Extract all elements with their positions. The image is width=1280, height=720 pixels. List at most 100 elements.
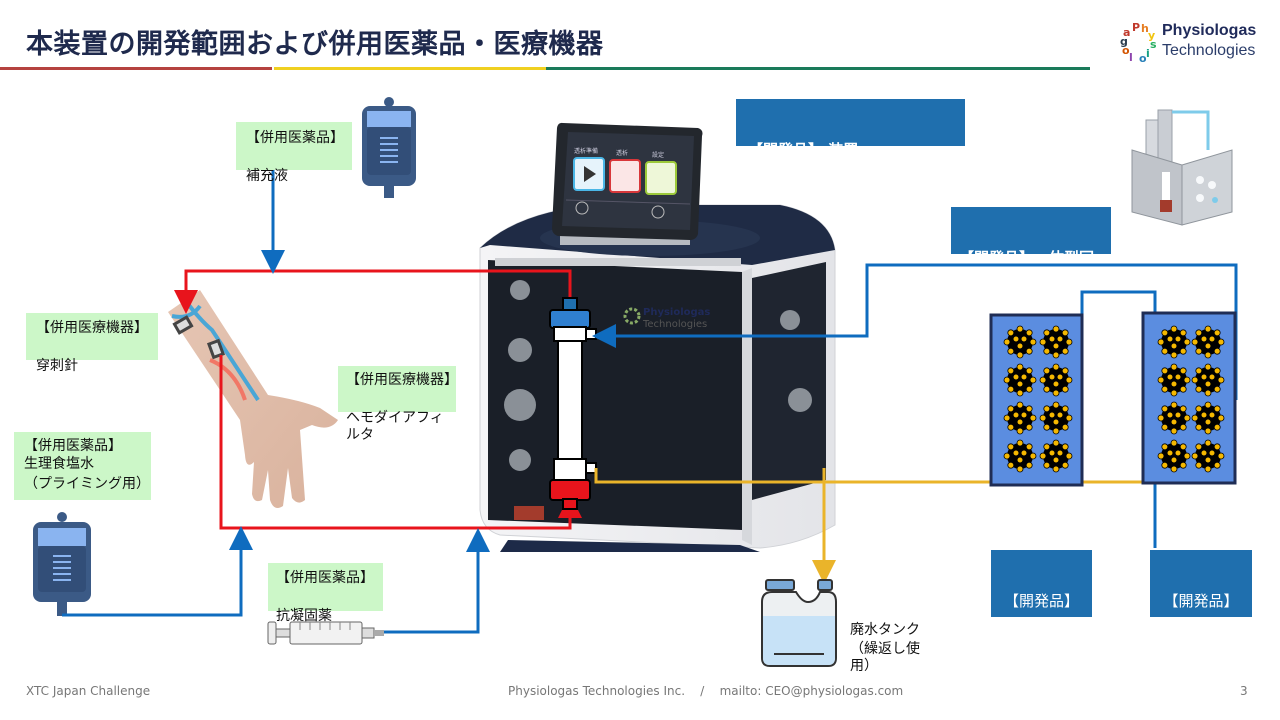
bead-dot xyxy=(1017,457,1023,463)
svg-text:P: P xyxy=(1132,21,1140,34)
bead-dot xyxy=(1025,443,1033,451)
bead-dot xyxy=(1029,338,1037,346)
bead-dot xyxy=(1213,461,1221,469)
bead-dot xyxy=(1021,336,1027,342)
bead-dot xyxy=(1052,401,1060,409)
hemodiafilter-label-bg xyxy=(338,366,456,412)
screen-tab-settings: 設定 xyxy=(652,151,664,159)
bead-dot xyxy=(1049,336,1055,342)
bead-dot xyxy=(1057,336,1063,342)
svg-text:g: g xyxy=(1120,35,1128,48)
bead-dot xyxy=(1039,338,1047,346)
bead-dot xyxy=(1053,381,1059,387)
saline-bag-icon xyxy=(33,512,91,616)
bead-dot xyxy=(1053,457,1059,463)
screen-tab-prep: 透析準備 xyxy=(574,147,598,155)
bead-dot xyxy=(1052,363,1060,371)
bead-dot xyxy=(1213,423,1221,431)
bead-dot xyxy=(1017,419,1023,425)
bead-dot xyxy=(1213,405,1221,413)
bead-dot xyxy=(1195,385,1203,393)
needle-label-name: 穿刺針 xyxy=(36,358,78,374)
page-number: 3 xyxy=(1240,684,1248,698)
bead xyxy=(1161,367,1187,393)
bead-dot xyxy=(1065,338,1073,346)
bead-dot xyxy=(1013,450,1019,456)
svg-text:i: i xyxy=(1146,47,1150,60)
bead-dot xyxy=(1007,367,1015,375)
bead-dot xyxy=(1175,450,1181,456)
slide-title: 本装置の開発範囲および併用医薬品・医療機器 xyxy=(26,29,604,60)
bead-dot xyxy=(1016,439,1024,447)
fluid-bag-icon xyxy=(362,97,416,198)
bead-dot xyxy=(1049,374,1055,380)
bead xyxy=(1007,367,1033,393)
needle-label-bg xyxy=(26,313,158,360)
bead-dot xyxy=(1052,439,1060,447)
bead-dot xyxy=(1204,363,1212,371)
bead-dot xyxy=(1049,412,1055,418)
bead-dot xyxy=(1013,412,1019,418)
bead xyxy=(1195,443,1221,469)
bead-dot xyxy=(1013,336,1019,342)
bead-dot xyxy=(1157,376,1165,384)
bead-dot xyxy=(1052,389,1060,397)
dev-potassium-box: 【開発品】 カリウム吸 着 除去フィルタ xyxy=(991,550,1092,617)
bead-dot xyxy=(1209,374,1215,380)
adsorbent-beads xyxy=(1003,325,1225,473)
title-rule-red xyxy=(0,67,272,70)
bead-dot xyxy=(1039,414,1047,422)
dev-circuit-box: 【開発品】一体型回 路 （血液/透析液） xyxy=(951,207,1111,254)
bead-dot xyxy=(1025,461,1033,469)
blood-line xyxy=(174,269,582,530)
bead-dot xyxy=(1049,450,1055,456)
bead-dot xyxy=(1021,450,1027,456)
bead-dot xyxy=(1204,427,1212,435)
logo-line2: Technologies xyxy=(1162,42,1256,59)
bead-dot xyxy=(1052,427,1060,435)
bead-dot xyxy=(1171,419,1177,425)
bead-dot xyxy=(1170,363,1178,371)
bead-dot xyxy=(1052,465,1060,473)
bead-dot xyxy=(1065,376,1073,384)
bead-dot xyxy=(1167,336,1173,342)
bead-dot xyxy=(1191,376,1199,384)
bead-dot xyxy=(1057,412,1063,418)
device-brand-line2: Technologies xyxy=(642,319,707,330)
bead xyxy=(1161,443,1187,469)
waste-tank-icon xyxy=(761,579,837,667)
bead-dot xyxy=(1029,414,1037,422)
bead-dot xyxy=(1179,329,1187,337)
bead-dot xyxy=(1213,367,1221,375)
dev-circuit-line1: 【開発品】一体型回 xyxy=(959,249,1103,254)
bead xyxy=(1043,367,1069,393)
bead-dot xyxy=(1179,423,1187,431)
bead-dot xyxy=(1021,412,1027,418)
integrated-circuit-image xyxy=(1131,109,1233,226)
bead-dot xyxy=(1061,385,1069,393)
bead-dot xyxy=(1052,351,1060,359)
bead-dot xyxy=(1179,443,1187,451)
bead-dot xyxy=(1161,405,1169,413)
bead xyxy=(1195,367,1221,393)
bead-dot xyxy=(1161,367,1169,375)
bead-dot xyxy=(1061,367,1069,375)
needle-label-tag: 【併用医療機器】 xyxy=(36,320,148,336)
bead-dot xyxy=(1053,419,1059,425)
bead-dot xyxy=(1025,367,1033,375)
bead-dot xyxy=(1057,374,1063,380)
bead-dot xyxy=(1043,405,1051,413)
bead-dot xyxy=(1161,461,1169,469)
saline-label-bg xyxy=(14,432,151,500)
footer-event: XTC Japan Challenge xyxy=(26,684,151,698)
bead-dot xyxy=(1204,389,1212,397)
device-brand-line1: Physiologas xyxy=(643,307,710,318)
anticoagulant-label-bg xyxy=(268,563,383,611)
bead-dot xyxy=(1043,367,1051,375)
bead-dot xyxy=(1167,450,1173,456)
bead-dot xyxy=(1025,329,1033,337)
bead xyxy=(1007,329,1033,355)
dev-potassium-line1: 【開発品】 xyxy=(1003,592,1079,610)
bead-dot xyxy=(1179,405,1187,413)
dev-device-line1: 【開発品】 装置 xyxy=(744,141,957,146)
